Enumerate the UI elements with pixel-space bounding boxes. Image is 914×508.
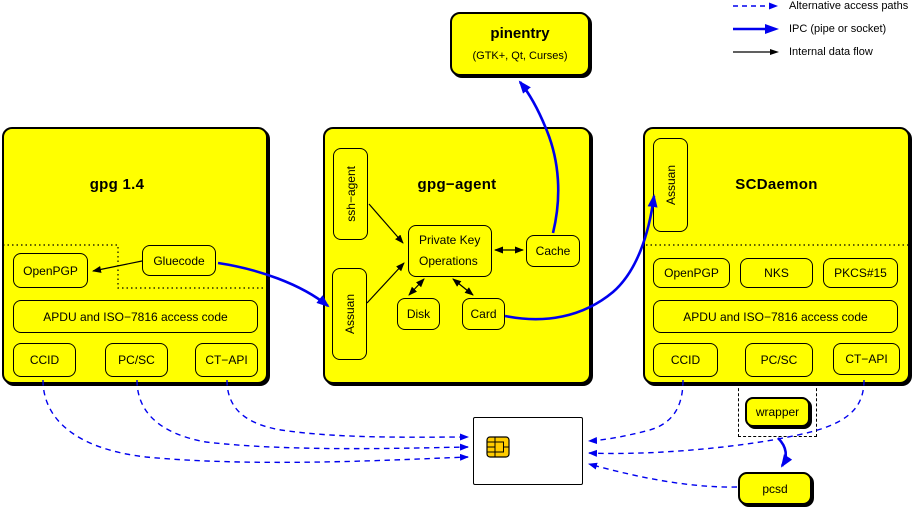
alt-scd-ccid-to-card — [588, 379, 684, 445]
pcsd-node: pcsd — [738, 472, 812, 505]
node-label: Private Key — [419, 233, 481, 247]
gpg-agent-title: gpg−agent — [417, 176, 497, 193]
node-label: PKCS#15 — [834, 266, 887, 280]
node-label: pcsd — [762, 481, 788, 496]
node-label: Operations — [419, 254, 478, 268]
agent-assuan-node: Assuan — [332, 268, 367, 360]
gpg14-openpgp-node: OpenPGP — [13, 253, 88, 288]
node-label: APDU and ISO−7816 access code — [43, 309, 228, 324]
scd-nks-node: NKS — [740, 258, 813, 288]
dashed-blue-arrow-icon — [733, 2, 778, 10]
node-label: OpenPGP — [664, 266, 719, 280]
gpg14-title: gpg 1.4 — [89, 176, 145, 193]
smartcard-chip-icon — [486, 436, 510, 458]
node-label: CT−API — [845, 352, 888, 366]
pinentry-subtitle: (GTK+, Qt, Curses) — [472, 50, 568, 62]
legend-label: Internal data flow — [789, 46, 873, 58]
agent-cache-node: Cache — [526, 235, 580, 267]
legend-label: IPC (pipe or socket) — [789, 23, 887, 35]
alt-gpg14-ctapi-to-card — [226, 379, 469, 441]
scd-pcsc-node: PC/SC — [745, 343, 813, 377]
node-label: CT−API — [205, 353, 248, 367]
smartcard — [473, 417, 583, 485]
agent-ssh-agent-node: ssh−agent — [333, 148, 368, 240]
node-label: PC/SC — [760, 353, 798, 367]
scd-ccid-node: CCID — [653, 343, 718, 377]
node-label: Disk — [406, 307, 431, 321]
node-label: wrapper — [755, 405, 800, 419]
scd-apdu-node: APDU and ISO−7816 access code — [653, 300, 898, 333]
node-label: Assuan — [342, 293, 357, 335]
gpg14-pcsc-node: PC/SC — [105, 343, 168, 377]
wrapper-node: wrapper — [745, 397, 810, 427]
gpg14-gluecode-node: Gluecode — [142, 245, 216, 276]
alt-scd-ctapi-to-card — [588, 379, 865, 457]
node-label: ssh−agent — [343, 166, 358, 222]
node-label: Card — [470, 307, 497, 321]
node-label: PC/SC — [118, 353, 155, 367]
gpg14-ctapi-node: CT−API — [195, 343, 258, 377]
pinentry-title: pinentry — [490, 25, 550, 42]
thin-black-arrow-icon — [733, 49, 779, 55]
agent-card-node: Card — [462, 298, 505, 330]
legend-label: Alternative access paths — [789, 0, 909, 12]
node-label: CCID — [670, 353, 701, 367]
agent-disk-node: Disk — [397, 298, 440, 330]
node-label: CCID — [29, 353, 60, 367]
ipc-wrapper-to-pcsd — [777, 437, 793, 468]
legend-item-internal: Internal data flow — [733, 46, 873, 58]
scd-pkcs15-node: PKCS#15 — [823, 258, 898, 288]
alt-gpg14-ccid-to-card — [42, 379, 469, 464]
legend-item-ipc: IPC (pipe or socket) — [733, 23, 886, 35]
thick-blue-arrow-icon — [733, 24, 779, 34]
scd-openpgp-node: OpenPGP — [653, 258, 730, 288]
scdaemon-title: SCDaemon — [735, 176, 818, 193]
node-label: Cache — [535, 244, 571, 258]
gpg14-apdu-node: APDU and ISO−7816 access code — [13, 300, 258, 333]
gpg14-ccid-node: CCID — [13, 343, 76, 377]
agent-private-key-operations-node: Private Key Operations — [408, 225, 492, 277]
alt-pcsd-to-card — [588, 462, 738, 488]
node-label: Gluecode — [153, 253, 205, 268]
scd-ctapi-node: CT−API — [833, 343, 900, 375]
node-label: OpenPGP — [23, 263, 78, 278]
node-label: NKS — [764, 266, 789, 280]
scd-assuan-node: Assuan — [653, 138, 688, 232]
node-label: APDU and ISO−7816 access code — [683, 309, 868, 324]
legend-item-alternative: Alternative access paths — [733, 0, 908, 12]
alt-gpg14-pcsc-to-card — [136, 379, 469, 451]
node-label: Assuan — [663, 164, 678, 206]
pinentry-box — [450, 12, 590, 76]
